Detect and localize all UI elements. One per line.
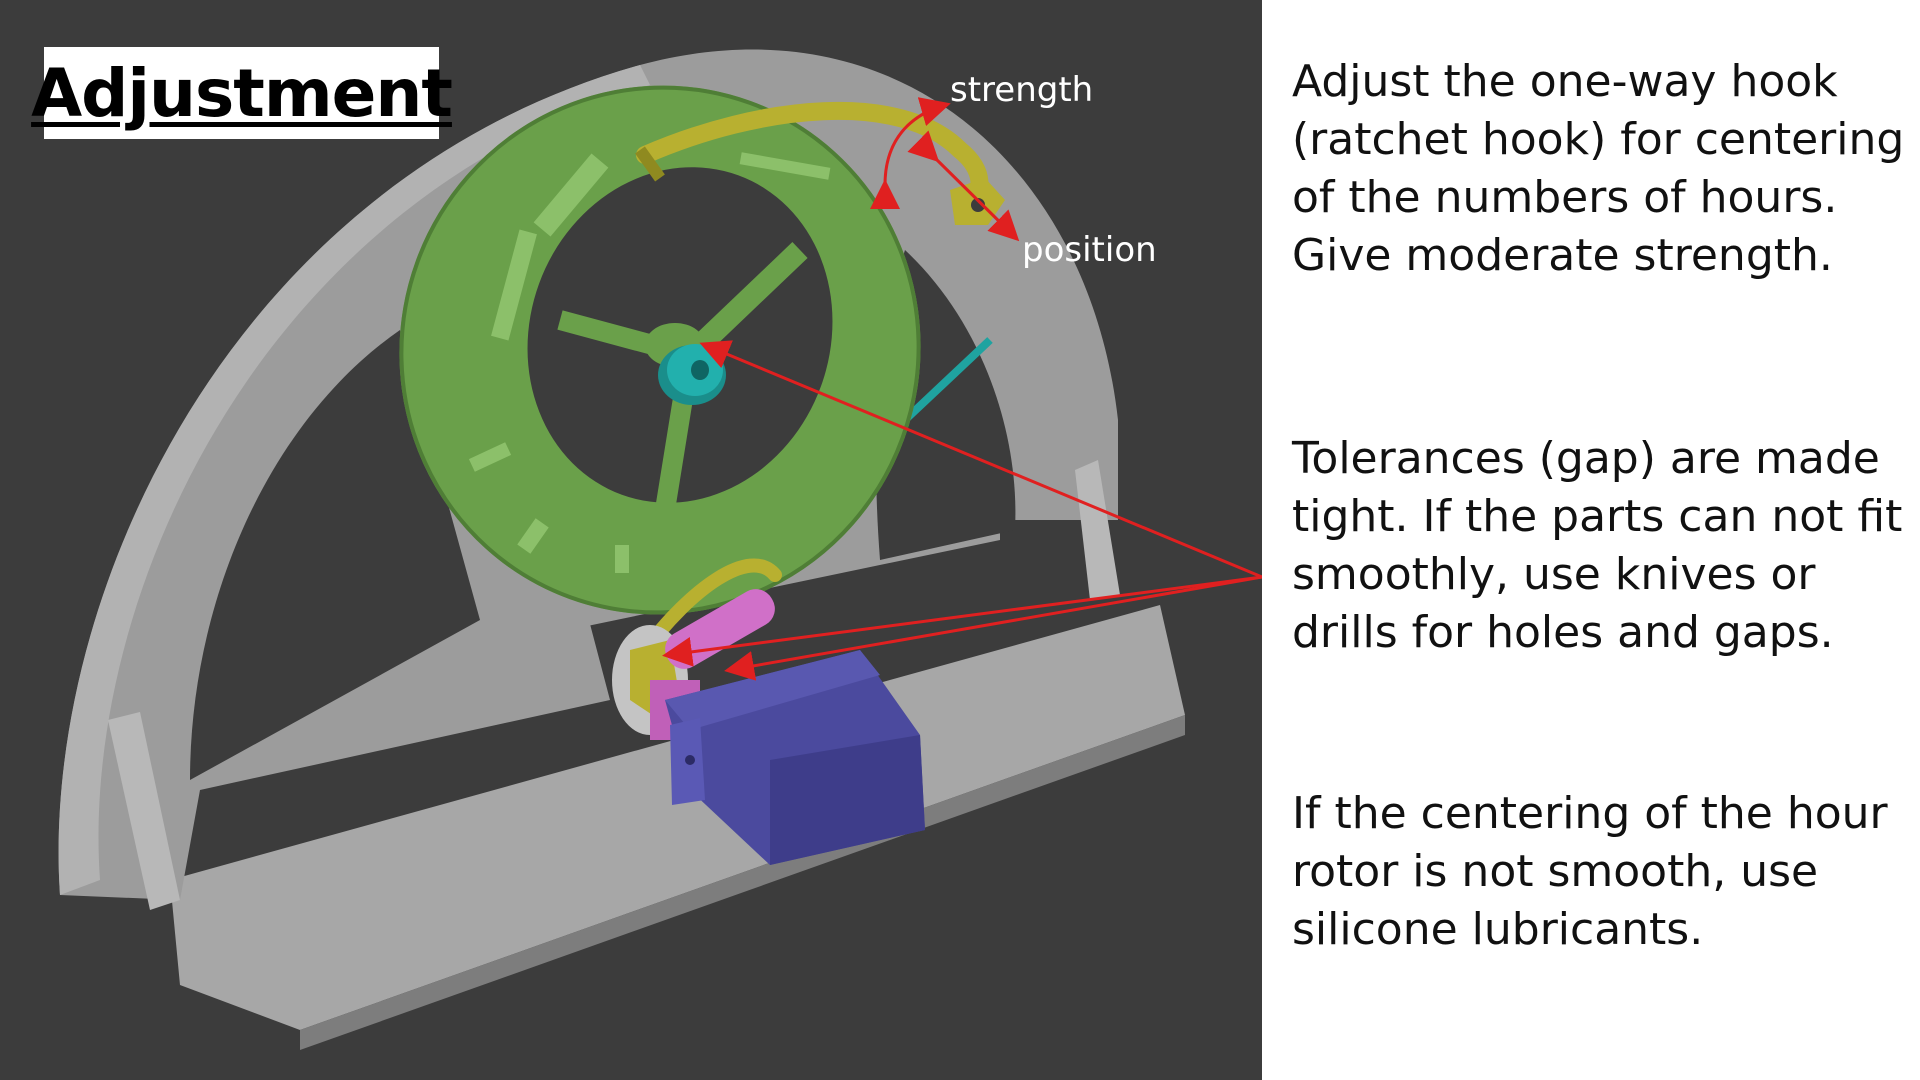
page-title: Adjustment [31,54,453,132]
paragraph-lubricant: If the centering of the hour rotor is no… [1292,788,1888,955]
tolerance-leaders [662,340,1262,681]
text-panel: Adjust the one-way hook (ratchet hook) f… [1262,0,1920,1080]
paragraph-hook-adjustment: Adjust the one-way hook (ratchet hook) f… [1292,56,1905,281]
position-arrow [907,130,1020,242]
strength-arrow [869,97,951,210]
clock-model-illustration [58,49,1262,1050]
right-fin [1075,460,1120,600]
paragraph-tolerances: Tolerances (gap) are made tight. If the … [1292,433,1903,658]
strength-label: strength [950,70,1094,110]
base-plate [170,605,1185,1050]
render-panel: Adjustment strength position [0,0,1262,1080]
title-box: Adjustment [31,47,453,139]
position-label: position [1022,230,1157,270]
left-fin [108,712,180,910]
